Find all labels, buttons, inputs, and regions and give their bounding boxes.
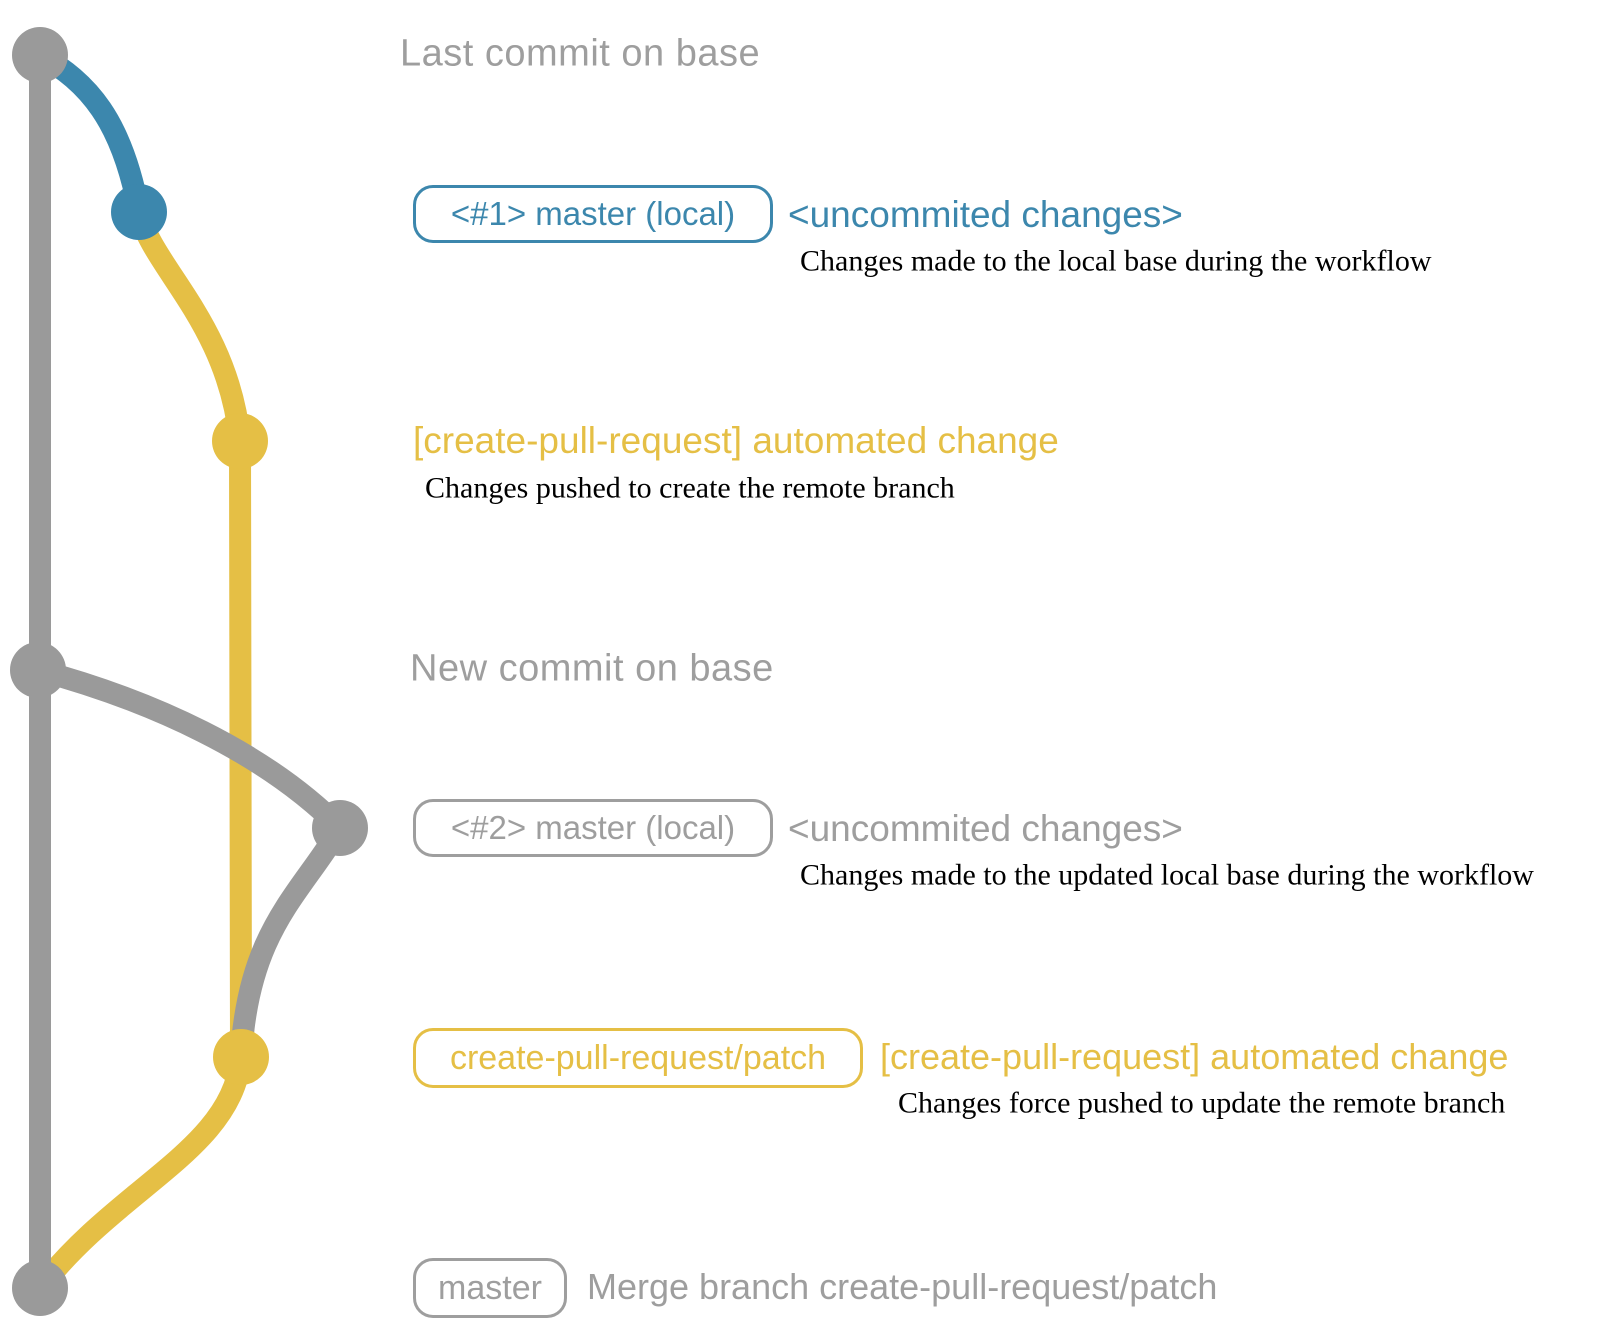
commit-dot-local-1 [111,184,167,240]
annotation-uncommitted-changes-2: <uncommited changes> [788,808,1183,850]
commit-dot-patch-2 [213,1029,269,1085]
commit-dot-last-base [12,27,68,83]
commit-dot-new-base [10,642,66,698]
description-local-changes-1: Changes made to the local base during th… [800,244,1432,278]
commit-message-merge-branch: Merge branch create-pull-request/patch [587,1266,1218,1308]
heading-last-commit-on-base: Last commit on base [400,32,761,75]
commit-message-automated-change-1: [create-pull-request] automated change [413,420,1059,462]
base-to-local2-curve [27,659,351,839]
description-force-push-update: Changes force pushed to update the remot… [898,1086,1506,1120]
description-push-create-branch: Changes pushed to create the remote bran… [425,471,955,505]
patch-branch-curve-1 [128,201,251,452]
ref-badge-master-local-1: <#1> master (local) [413,185,773,243]
commit-dot-merge [12,1260,68,1316]
ref-badge-master: master [413,1258,567,1318]
commit-dot-local-2 [312,800,368,856]
heading-new-commit-on-base: New commit on base [410,647,774,690]
patch-merge-curve [29,1046,252,1299]
annotation-uncommitted-changes-1: <uncommited changes> [788,194,1183,236]
local2-to-patch-curve [230,817,351,1068]
ref-badge-create-pull-request-patch: create-pull-request/patch [413,1028,863,1088]
commit-dot-patch-1 [212,413,268,469]
commit-message-automated-change-2: [create-pull-request] automated change [880,1036,1509,1078]
ref-badge-master-local-2: <#2> master (local) [413,799,773,857]
description-local-changes-2: Changes made to the updated local base d… [800,858,1534,892]
